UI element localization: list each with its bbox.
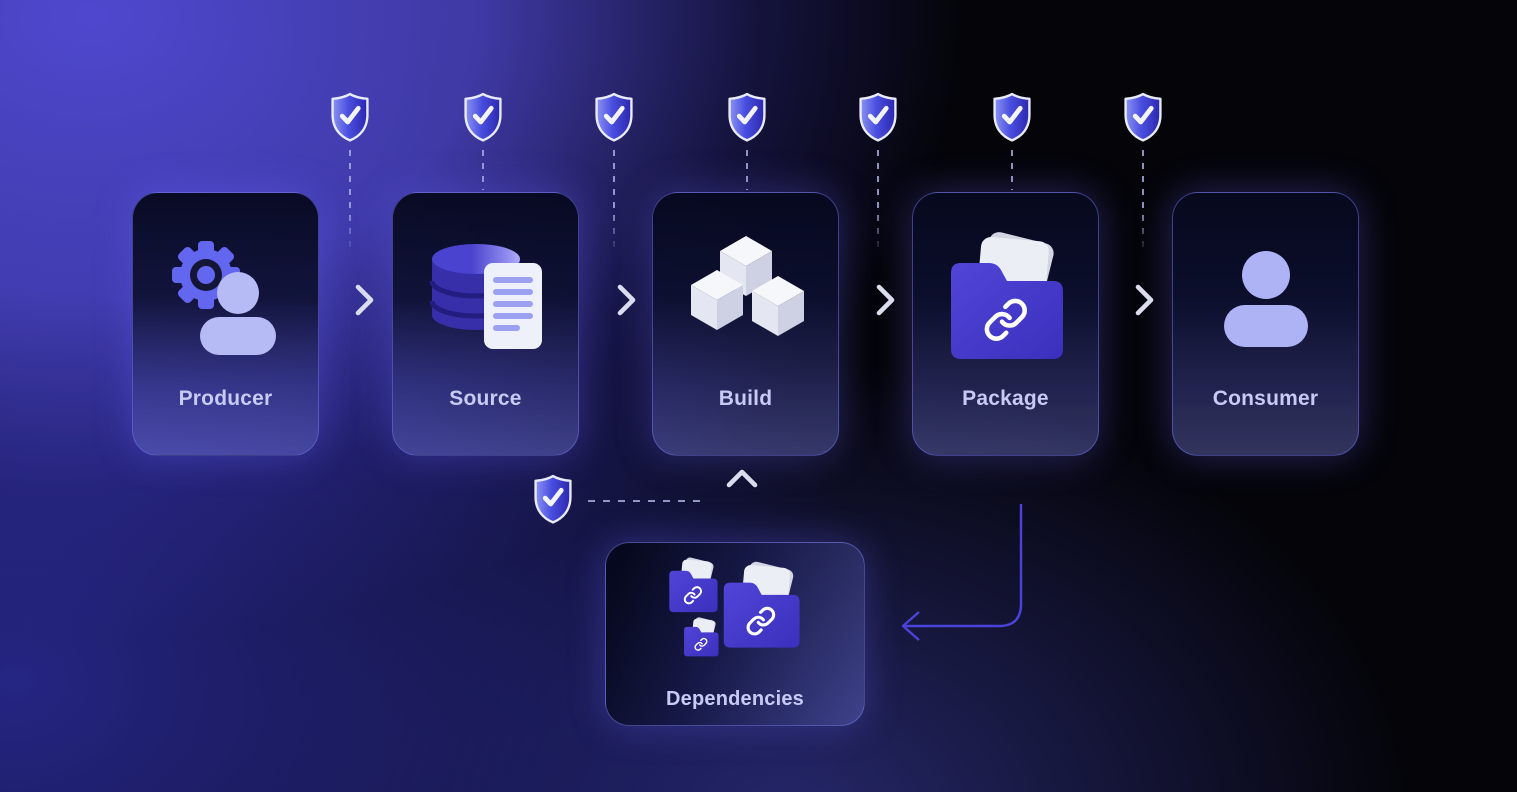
folder-link-icon [941,231,1071,361]
shield-check-icon [531,472,575,526]
node-label: Source [449,387,522,410]
node-source: Source [392,192,579,456]
gear-user-icon [166,237,286,357]
node-label: Dependencies [665,688,804,710]
dashed-connector [1011,150,1013,190]
user-icon [1211,241,1321,351]
dashed-connector [877,150,879,256]
node-consumer: Consumer [1172,192,1359,456]
arrow-package-to-dependencies [893,500,1029,648]
shield-check-icon [856,90,900,144]
arrow-build-to-package [846,283,904,317]
folder-link-icon [717,561,805,649]
node-label: Package [962,387,1049,410]
dashed-connector [1142,150,1144,256]
folder-link-icon [665,557,721,613]
dashed-connector [482,150,484,190]
shield-check-icon [990,90,1034,144]
dashed-connector [588,500,700,502]
shield-check-icon [461,90,505,144]
arrow-package-to-consumer [1105,283,1163,317]
dashed-connector [746,150,748,190]
dashed-connector [613,150,615,256]
shield-check-icon [328,90,372,144]
node-build: Build [652,192,839,456]
node-label: Build [718,387,773,410]
shield-check-icon [592,90,636,144]
dashed-connector [349,150,351,256]
arrow-dependencies-to-build [724,464,760,516]
isometric-cubes-icon [686,235,806,347]
node-label: Producer [178,387,273,410]
node-package: Package [912,192,1099,456]
arrow-producer-to-source [325,283,383,317]
shield-check-icon [1121,90,1165,144]
arrow-source-to-build [587,283,645,317]
node-label: Consumer [1212,387,1319,410]
database-document-icon [424,225,548,351]
node-producer: Producer [132,192,319,456]
shield-check-icon [725,90,769,144]
folder-link-icon [681,617,721,657]
node-dependencies: Dependencies [605,542,865,726]
